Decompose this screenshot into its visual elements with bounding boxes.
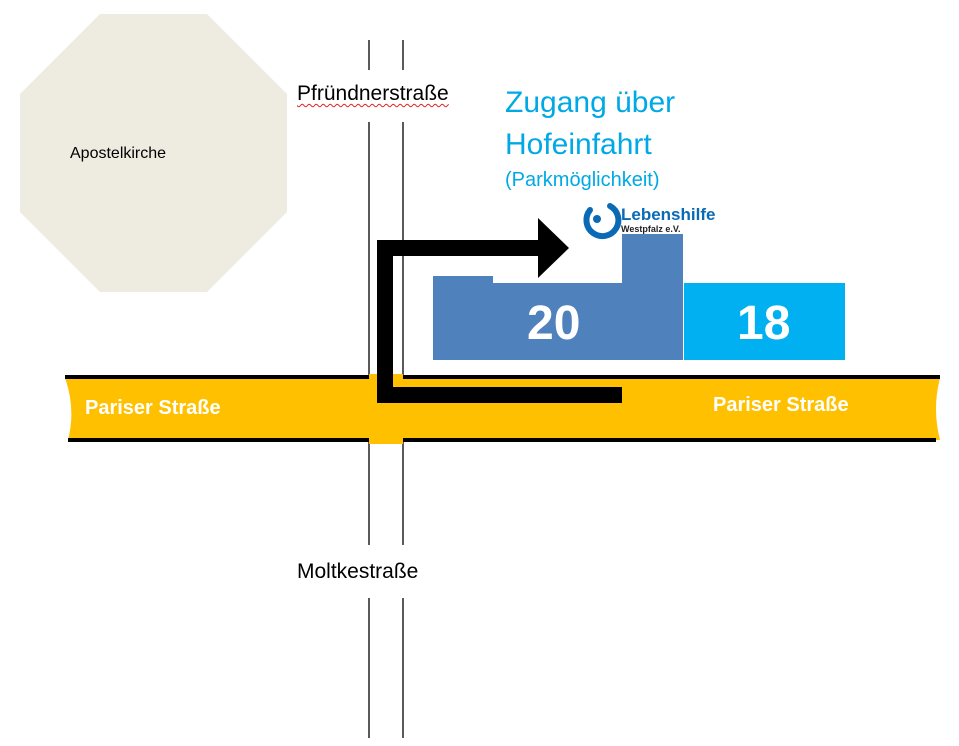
access-note-line3: (Parkmöglichkeit) xyxy=(505,169,660,191)
building-20-number: 20 xyxy=(527,297,581,350)
road-label-left: Pariser Straße xyxy=(85,397,221,419)
logo-name: Lebenshilfe xyxy=(621,205,716,224)
building-20 xyxy=(433,234,683,360)
church-label: Apostelkirche xyxy=(70,145,167,162)
logo-sub: Westpfalz e.V. xyxy=(621,224,681,234)
road-label-right: Pariser Straße xyxy=(713,394,849,416)
route-arrow xyxy=(377,218,622,403)
pariser-strasse-road xyxy=(65,378,940,440)
lebenshilfe-logo-icon xyxy=(583,203,622,240)
church-octagon xyxy=(20,14,287,292)
street-label-north: Pfründnerstraße xyxy=(297,82,449,105)
access-note-line2: Hofeinfahrt xyxy=(505,128,652,161)
building-18 xyxy=(684,283,845,360)
street-label-south: Moltkestraße xyxy=(297,560,419,583)
building-18-number: 18 xyxy=(737,297,791,350)
intersection-gap-bottom xyxy=(369,436,403,444)
access-note-line1: Zugang über xyxy=(505,86,676,119)
